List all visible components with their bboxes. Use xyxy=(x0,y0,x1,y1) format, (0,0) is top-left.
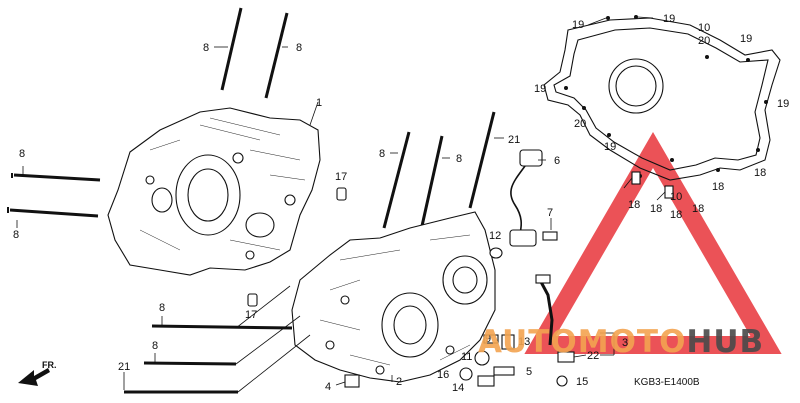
callout-7: 7 xyxy=(547,207,553,219)
oring-12 xyxy=(489,247,503,259)
callout-12: 12 xyxy=(489,230,501,242)
callout-13: 13 xyxy=(518,336,530,348)
callout-10b: 10 xyxy=(670,191,682,203)
callout-15: 15 xyxy=(576,376,588,388)
callout-8g: 8 xyxy=(159,302,165,314)
diagram-code: KGB3-E1400B xyxy=(634,377,700,388)
callout-5: 5 xyxy=(526,366,532,378)
callout-1: 1 xyxy=(316,97,322,109)
dowel-17a xyxy=(336,187,347,201)
callout-17b: 17 xyxy=(245,309,257,321)
svg-text:AUTOMOTOHUB: AUTOMOTOHUB xyxy=(478,324,764,360)
callout-8d: 8 xyxy=(13,229,19,241)
stud-mid-1 xyxy=(382,131,411,229)
neutral-switch-sensor xyxy=(509,149,543,247)
callout-labels: 1 2 3 4 5 6 7 8 8 8 8 8 8 8 8 9 10 10 11… xyxy=(13,13,789,394)
bolt-14 xyxy=(477,375,495,387)
bolt-left-upper xyxy=(11,173,101,182)
callout-8b: 8 xyxy=(296,42,302,54)
callout-19a: 19 xyxy=(572,19,584,31)
callout-2: 2 xyxy=(396,376,402,388)
washer-15 xyxy=(556,375,568,387)
callout-4: 4 xyxy=(325,381,331,393)
callout-21b: 21 xyxy=(118,361,130,373)
fitting-13 xyxy=(501,334,515,350)
crankcase-gasket xyxy=(543,15,781,181)
callout-8f: 8 xyxy=(456,153,462,165)
bolt-7 xyxy=(542,231,558,241)
callout-18e: 18 xyxy=(712,181,724,193)
stud-mid-2 xyxy=(420,135,444,227)
callout-17a: 17 xyxy=(335,171,347,183)
stud-mid-3 xyxy=(468,111,496,209)
callout-22: 22 xyxy=(587,350,599,362)
callout-21a: 21 xyxy=(508,134,520,146)
callout-10a: 10 xyxy=(698,22,710,34)
bolt-bottom-2 xyxy=(143,361,237,366)
plug-16 xyxy=(459,367,473,381)
clip-4 xyxy=(344,374,360,388)
front-arrow: FR. xyxy=(18,360,57,386)
right-crankcase xyxy=(291,211,496,383)
callout-8a: 8 xyxy=(203,42,209,54)
callout-18d: 18 xyxy=(692,203,704,215)
bolt-5 xyxy=(493,366,515,376)
callout-8c: 8 xyxy=(19,148,25,160)
callout-8h: 8 xyxy=(152,340,158,352)
stud-top-2 xyxy=(264,12,289,99)
watermark-text: AUTOMOTOHUB xyxy=(478,324,764,360)
callout-19d: 19 xyxy=(534,83,546,95)
leader-lines xyxy=(16,16,666,393)
callout-19e: 19 xyxy=(777,98,789,110)
callout-3: 3 xyxy=(622,337,628,349)
callout-6: 6 xyxy=(554,155,560,167)
callout-8e: 8 xyxy=(379,148,385,160)
watermark-logo xyxy=(524,132,782,354)
bolt-bottom-1 xyxy=(151,324,293,330)
bolt-left-lower xyxy=(7,207,99,218)
callout-19f: 19 xyxy=(604,141,616,153)
svg-text:FR.: FR. xyxy=(42,360,57,370)
plug-11 xyxy=(474,350,490,366)
callout-20b: 20 xyxy=(574,118,586,130)
callout-19b: 19 xyxy=(663,13,675,25)
callout-19c: 19 xyxy=(740,33,752,45)
callout-18b: 18 xyxy=(650,203,662,215)
callout-11: 11 xyxy=(461,351,472,363)
left-crankcase xyxy=(107,107,321,276)
callout-9: 9 xyxy=(485,333,491,345)
callout-20a: 20 xyxy=(698,35,710,47)
callout-18a: 18 xyxy=(628,199,640,211)
stud-top-1 xyxy=(220,7,243,91)
dowel-17b xyxy=(247,293,258,307)
callout-16: 16 xyxy=(437,369,449,381)
callout-14: 14 xyxy=(452,382,464,394)
callout-18c: 18 xyxy=(670,209,682,221)
callout-18f: 18 xyxy=(754,167,766,179)
bolt-9 xyxy=(483,334,499,344)
oil-pipe xyxy=(535,274,554,346)
